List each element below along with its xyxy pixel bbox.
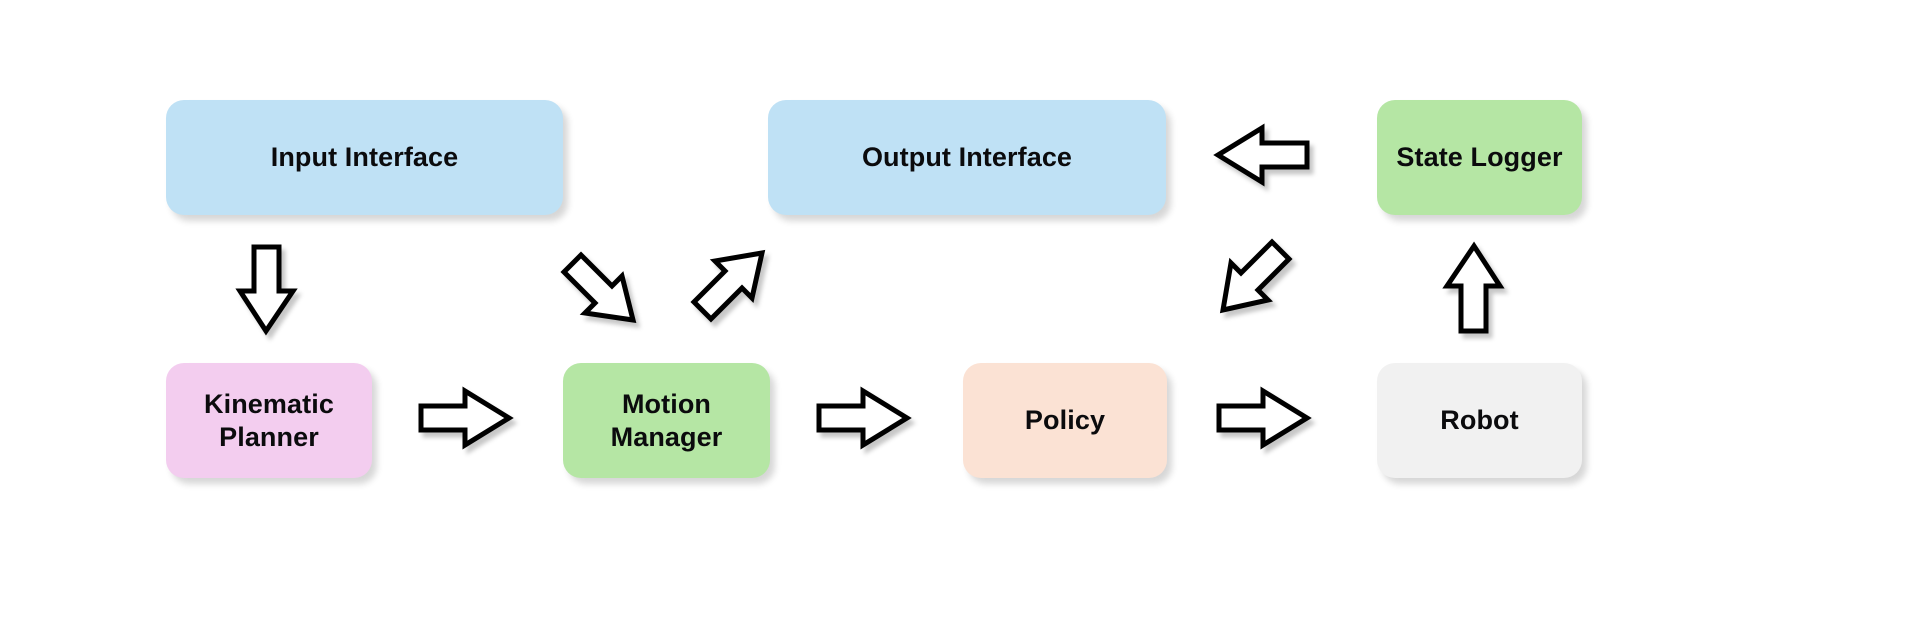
node-policy[interactable]: Policy xyxy=(963,363,1167,478)
node-label-kinematic-planner: Kinematic Planner xyxy=(204,388,334,452)
node-state-logger[interactable]: State Logger xyxy=(1377,100,1582,215)
node-motion-manager[interactable]: Motion Manager xyxy=(563,363,770,478)
node-robot[interactable]: Robot xyxy=(1377,363,1582,478)
node-output-interface[interactable]: Output Interface xyxy=(768,100,1166,215)
node-kinematic-planner[interactable]: Kinematic Planner xyxy=(166,363,372,478)
node-label-input-interface: Input Interface xyxy=(270,142,459,173)
arrow-kinematic-planner-to-motion-manager xyxy=(418,386,514,450)
node-input-interface[interactable]: Input Interface xyxy=(166,100,563,215)
node-label-robot: Robot xyxy=(1440,405,1519,436)
node-label-state-logger: State Logger xyxy=(1396,142,1563,173)
arrow-robot-to-state-logger xyxy=(1442,241,1505,334)
arrow-policy-to-robot xyxy=(1216,386,1312,450)
node-label-output-interface: Output Interface xyxy=(861,142,1073,173)
arrow-state-logger-to-output-interface xyxy=(1213,123,1310,187)
arrow-motion-manager-to-output-interface xyxy=(690,249,766,323)
arrow-input-interface-to-kinematic-planner xyxy=(235,244,298,336)
arrow-output-interface-to-policy xyxy=(1219,238,1293,314)
arrow-motion-manager-to-policy xyxy=(816,386,912,450)
node-label-policy: Policy xyxy=(1024,405,1106,436)
arrow-input-interface-to-motion-manager xyxy=(560,251,637,324)
node-label-motion-manager: Motion Manager xyxy=(610,388,723,452)
